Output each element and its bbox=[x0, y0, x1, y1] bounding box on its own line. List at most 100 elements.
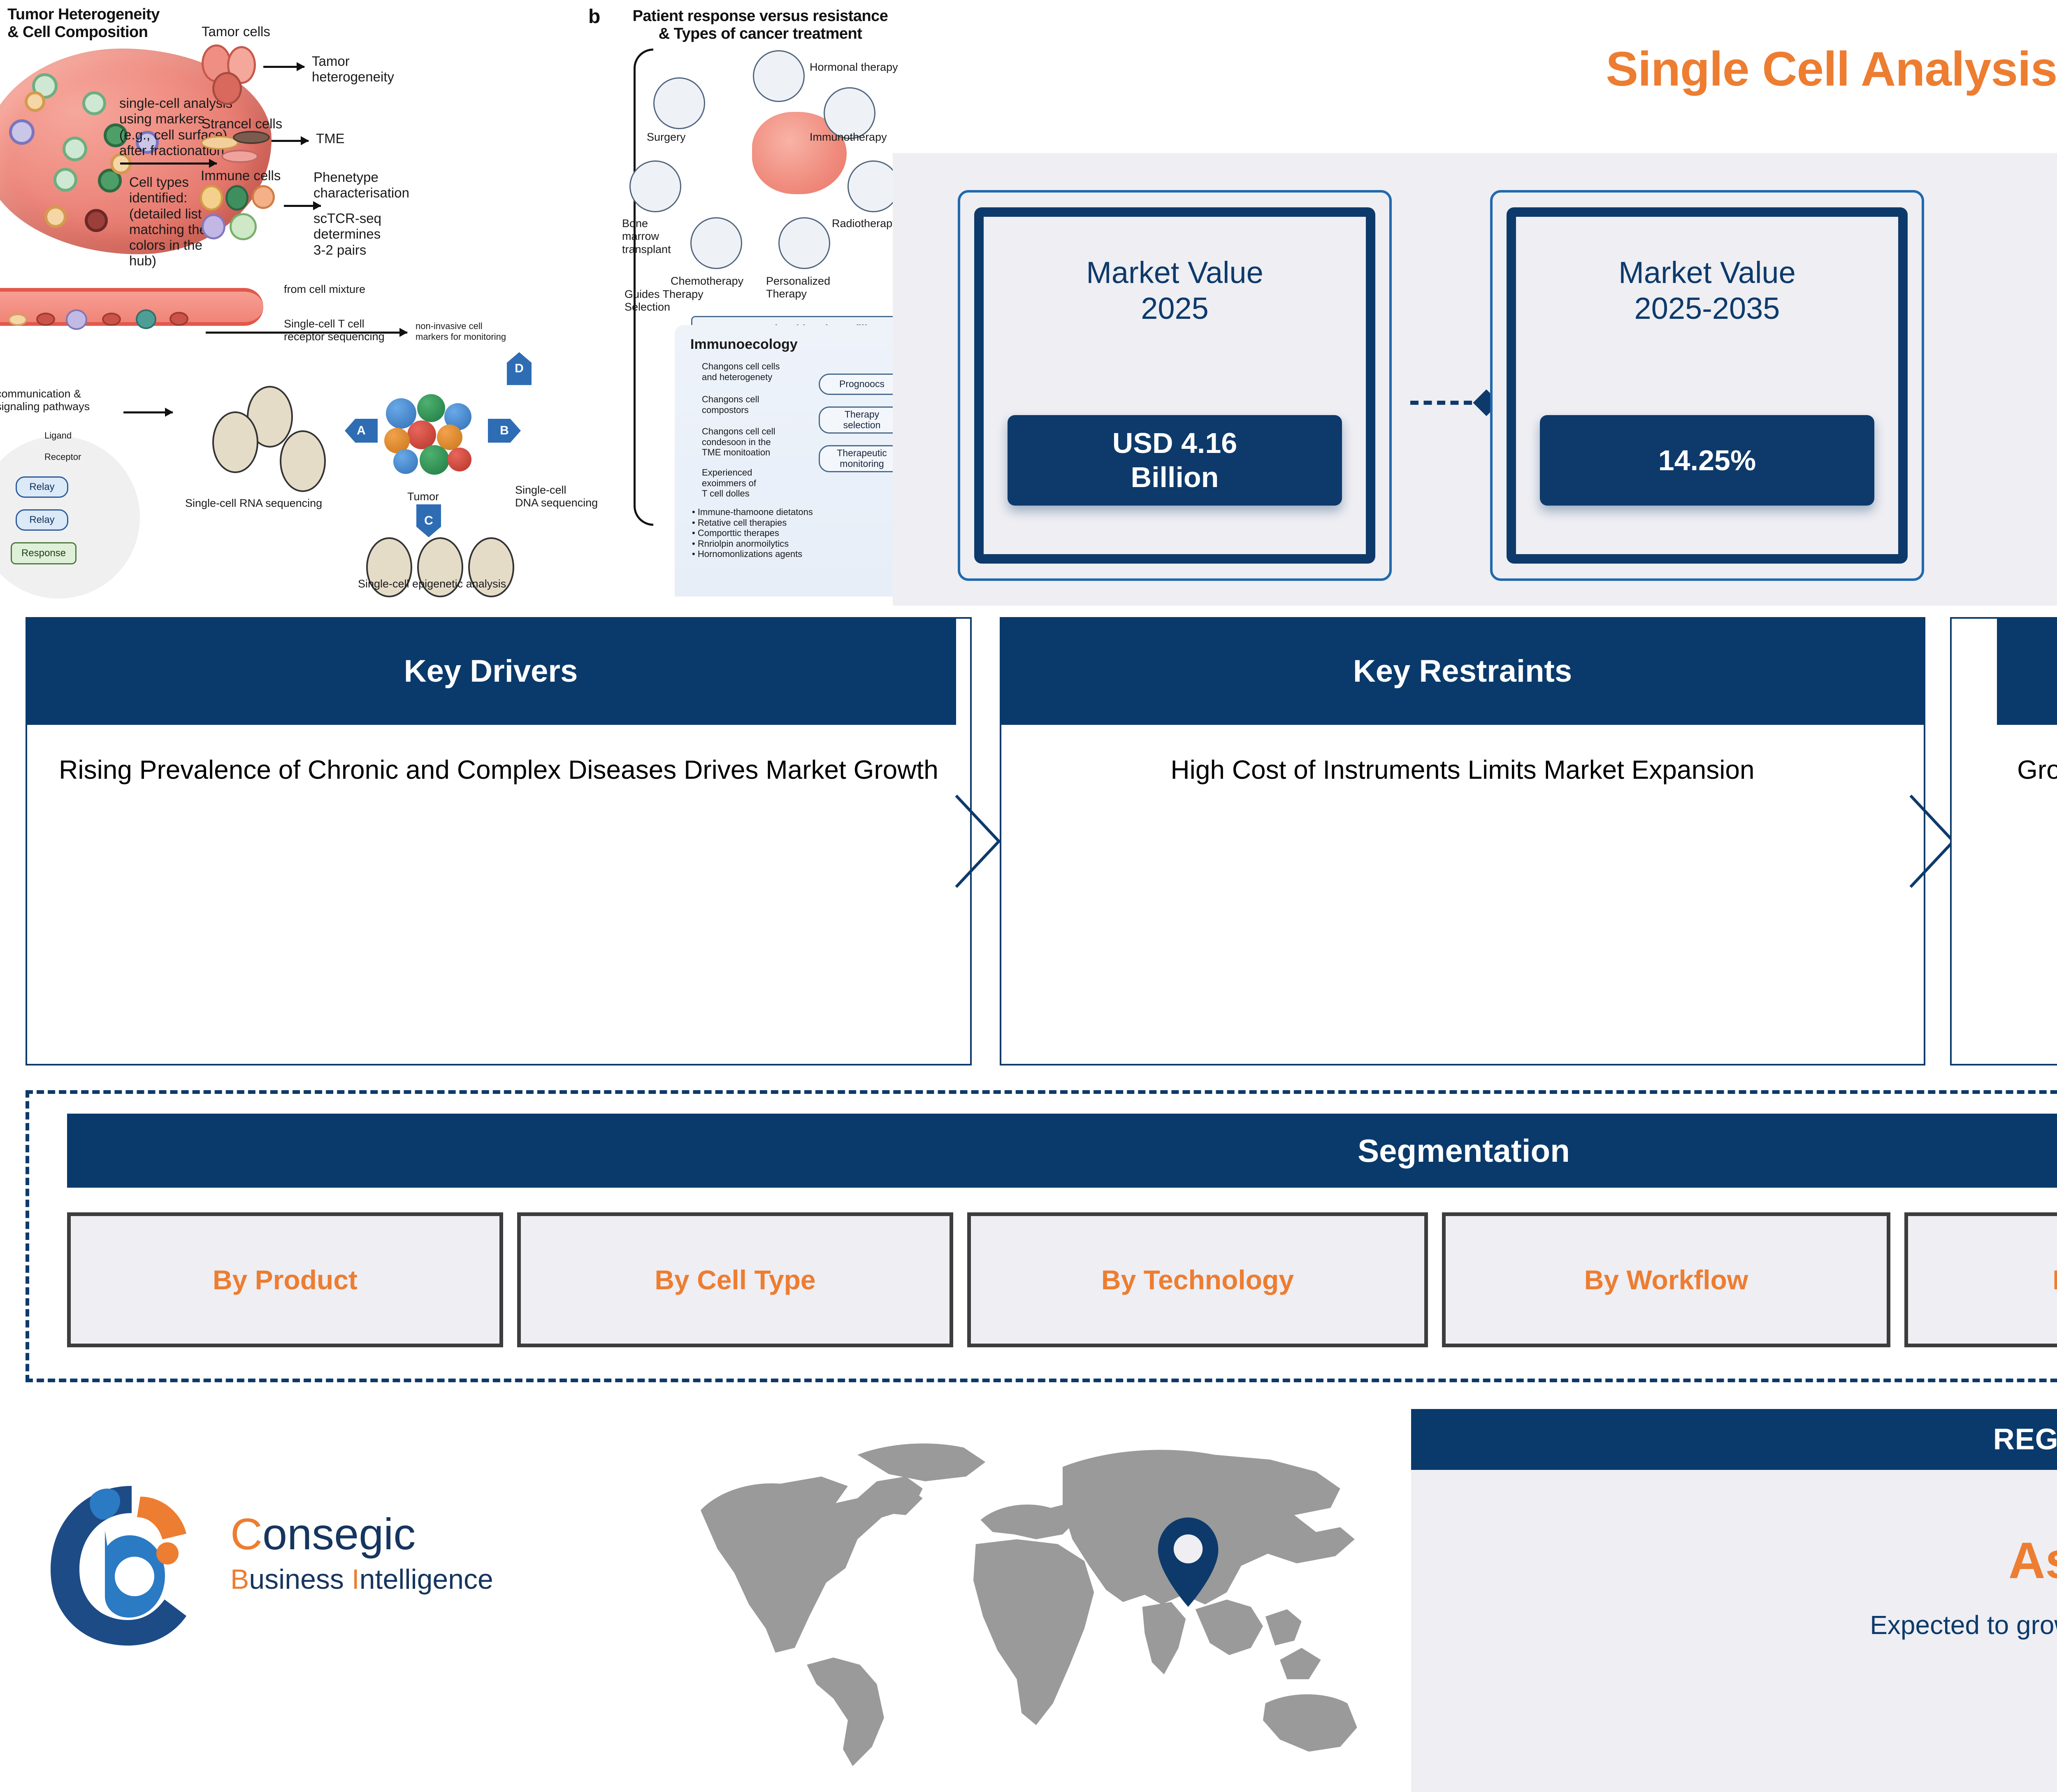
chevron-connector-1 bbox=[954, 794, 1002, 889]
personalized-therapy-icon bbox=[778, 217, 830, 269]
logo-i-letter: I bbox=[351, 1564, 360, 1595]
epigenetic-cell bbox=[417, 537, 463, 597]
segment-card-by-workflow[interactable]: By Workflow bbox=[1442, 1212, 1890, 1347]
immune-cell bbox=[230, 213, 257, 240]
radiotherapy-icon bbox=[847, 160, 899, 212]
future-opportunities-panel: Future Opportunities Growing Integration… bbox=[1950, 617, 2057, 1065]
logo-wordmark: Consegic Business Intelligence bbox=[230, 1509, 493, 1595]
immunotherapy-icon bbox=[824, 87, 875, 139]
radiotherapy-label: Radiotherapy bbox=[832, 217, 898, 230]
stromal-cells-label: Strancel cells bbox=[202, 116, 283, 131]
blood-cell bbox=[169, 312, 188, 326]
regional-analysis-body: Asia Pacific Expected to grow with the h… bbox=[1411, 1470, 2057, 1792]
chemotherapy-label: Chemotherapy bbox=[671, 275, 744, 287]
rna-seq-cell bbox=[212, 411, 258, 473]
panel-b-title: Patient response versus resistance& Type… bbox=[632, 7, 888, 42]
regional-analysis-panel: REGIONAL ANALYSIS Asia Pacific Expected … bbox=[1411, 1409, 2057, 1792]
hormonal-therapy-icon bbox=[753, 50, 805, 102]
key-drivers-header: Key Drivers bbox=[26, 617, 956, 725]
panel-a-title: Tumor Heterogeneity& Cell Composition bbox=[7, 6, 160, 41]
immune-cell-dot bbox=[63, 137, 87, 161]
blood-cell bbox=[136, 309, 156, 329]
bone-marrow-icon bbox=[629, 160, 681, 212]
future-opportunities-text: Growing Integration of Artificial Intell… bbox=[2017, 755, 2057, 785]
immune-cell-dot bbox=[82, 91, 106, 115]
immune-cell-dot bbox=[53, 168, 77, 192]
region-name: Asia Pacific bbox=[2008, 1532, 2057, 1589]
logo-b-letter: B bbox=[230, 1564, 249, 1595]
immune-cell bbox=[252, 185, 275, 209]
segment-card-by-product[interactable]: By Product bbox=[67, 1212, 503, 1347]
epigenetic-cell bbox=[468, 537, 514, 597]
scrna-seq-label: Single-cell RNA sequencing bbox=[185, 497, 323, 509]
blood-cell bbox=[8, 313, 27, 326]
logo-onsegic: onsegic bbox=[262, 1509, 416, 1559]
immune-cell-dot bbox=[44, 206, 67, 228]
stromal-cell bbox=[201, 136, 239, 150]
prognosis-pill: Prognoocs bbox=[819, 374, 905, 395]
chemotherapy-icon bbox=[690, 217, 742, 269]
top-banner: Tumor Heterogeneity& Cell Composition si… bbox=[0, 0, 2057, 606]
rna-seq-cell bbox=[280, 430, 326, 492]
ligand-label: Ligand bbox=[44, 430, 72, 441]
tumor-ball-cluster bbox=[382, 394, 485, 485]
blood-cell bbox=[102, 313, 121, 326]
step-a-arrow: A bbox=[345, 419, 378, 443]
blood-cell bbox=[66, 309, 87, 330]
segment-card-by-cell-type[interactable]: By Cell Type bbox=[517, 1212, 953, 1347]
immune-cell bbox=[225, 185, 248, 211]
tumor-label: Tumor bbox=[407, 490, 439, 503]
immune-cell bbox=[200, 185, 223, 211]
scientific-diagram-image: Tumor Heterogeneity& Cell Composition si… bbox=[0, 0, 915, 599]
immune-cell-dot bbox=[85, 209, 108, 232]
tme-label: TME bbox=[316, 131, 345, 146]
chevron-connector-2 bbox=[1909, 794, 1956, 889]
tme-arrow bbox=[272, 136, 309, 145]
connector-1 bbox=[1410, 389, 1500, 416]
relay-box-1: Relay bbox=[16, 476, 68, 498]
segmentation-header: Segmentation bbox=[67, 1114, 2057, 1188]
tumor-heterogeneity-arrow bbox=[263, 62, 305, 71]
relay-box-2: Relay bbox=[16, 509, 68, 531]
phenotype-arrow bbox=[284, 201, 321, 210]
receptor-label: Receptor bbox=[44, 452, 81, 462]
cell-mixture-arrow bbox=[206, 328, 408, 337]
logo-ntelligence: ntelligence bbox=[359, 1564, 493, 1595]
key-restraints-header: Key Restraints bbox=[1000, 617, 1925, 725]
key-restraints-text: High Cost of Instruments Limits Market E… bbox=[1170, 755, 1755, 785]
step-b-arrow: B bbox=[488, 419, 521, 443]
company-logo: Consegic Business Intelligence bbox=[43, 1473, 627, 1670]
segment-card-by-application[interactable]: By Application bbox=[1904, 1212, 2057, 1347]
immunoecology-bullets: • Immune-thamoone dietatons• Retative ce… bbox=[692, 507, 813, 559]
segmentation-section: Segmentation By Product By Cell Type By … bbox=[26, 1090, 2057, 1382]
key-restraints-panel: Key Restraints High Cost of Instruments … bbox=[1000, 617, 1925, 1065]
immune-cell-dot bbox=[104, 123, 128, 147]
map-pin-hole bbox=[1173, 1534, 1203, 1564]
fractionation-arrow bbox=[120, 159, 217, 168]
immune-cells-label: Immune cells bbox=[201, 168, 281, 183]
future-opportunities-header: Future Opportunities bbox=[1997, 617, 2057, 725]
logo-c-letter: C bbox=[230, 1509, 262, 1559]
tumor-cells-label: Tamor cells bbox=[202, 24, 270, 39]
tumor-cell bbox=[212, 72, 242, 105]
region-subtitle: Expected to grow with the highest CAGR g… bbox=[1870, 1610, 2057, 1640]
immune-cell-dot bbox=[9, 119, 35, 145]
communication-label: communication &signaling pathways bbox=[0, 388, 90, 413]
stromal-cell bbox=[221, 150, 258, 163]
segment-card-by-technology[interactable]: By Technology bbox=[967, 1212, 1428, 1347]
step-c-arrow: C bbox=[416, 504, 441, 537]
epigenetic-cell bbox=[366, 537, 412, 597]
